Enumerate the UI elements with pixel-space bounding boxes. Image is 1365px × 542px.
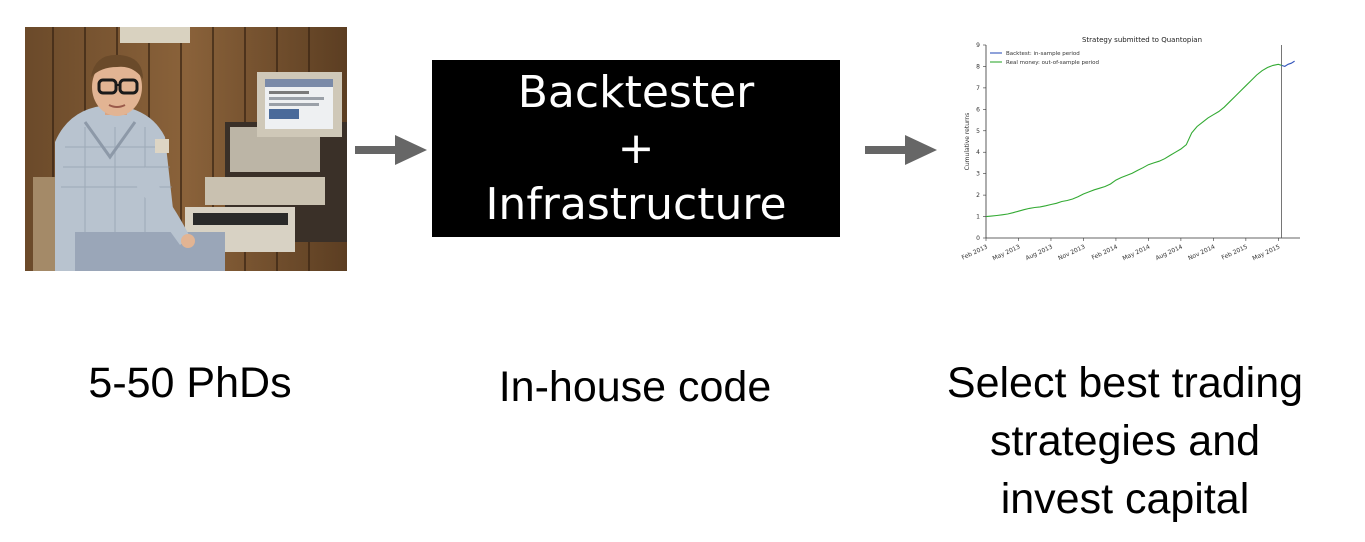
x-tick-label: Feb 2014 <box>1091 243 1119 261</box>
chart-svg: Strategy submitted to Quantopian 0 1 2 3 4 5 6… <box>961 36 1300 262</box>
caption-select-strategies: Select best trading strategies and inves… <box>905 354 1345 528</box>
y-tick-label: 2 <box>976 192 980 199</box>
y-tick-label: 9 <box>976 42 980 49</box>
series-line-0 <box>985 63 1282 218</box>
y-tick-label: 1 <box>976 214 980 221</box>
caption-phds: 5-50 PhDs <box>88 359 292 407</box>
caption-line: strategies and <box>989 417 1261 465</box>
y-tick-label: 4 <box>976 149 980 156</box>
box-line-backtester: Backtester <box>517 66 755 118</box>
photo-researcher-at-computer <box>25 27 347 271</box>
x-tick-label: May 2013 <box>992 243 1022 262</box>
backtester-infrastructure-box: Backtester + Infrastructure <box>432 60 840 237</box>
cumulative-returns-chart: Strategy submitted to Quantopian 0 1 2 3 4 5 6… <box>958 33 1308 265</box>
arrow-right-icon <box>865 135 937 170</box>
chart-title: Strategy submitted to Quantopian <box>1082 36 1202 44</box>
y-tick-label: 3 <box>976 171 980 178</box>
x-tick-label: May 2014 <box>1121 243 1151 262</box>
y-tick-label: 6 <box>976 106 980 113</box>
x-tick-label: May 2015 <box>1251 243 1281 262</box>
y-axis-label: Cumulative returns <box>964 113 971 171</box>
caption-inhouse-code: In-house code <box>498 363 772 411</box>
y-tick-label: 7 <box>976 85 980 92</box>
caption-line: invest capital <box>1000 475 1250 523</box>
x-tick-label: Aug 2014 <box>1155 243 1184 262</box>
x-tick-label: Feb 2013 <box>961 243 989 261</box>
y-tick-label: 5 <box>976 128 980 135</box>
arrow-right-icon <box>355 135 427 170</box>
legend-label: Real money: out-of-sample period <box>1006 60 1099 66</box>
x-tick-label: Nov 2014 <box>1187 243 1216 262</box>
x-tick-label: Feb 2015 <box>1221 243 1249 261</box>
x-tick-label: Nov 2013 <box>1057 243 1086 262</box>
y-tick-label: 0 <box>976 235 980 242</box>
legend-label: Backtest: in-sample period <box>1006 51 1080 57</box>
box-line-plus: + <box>617 122 655 174</box>
series-line-1 <box>1281 60 1295 68</box>
x-tick-label: Aug 2013 <box>1025 243 1054 262</box>
caption-line: Select best trading <box>946 359 1304 407</box>
box-line-infrastructure: Infrastructure <box>485 178 787 230</box>
y-tick-label: 8 <box>976 63 980 70</box>
